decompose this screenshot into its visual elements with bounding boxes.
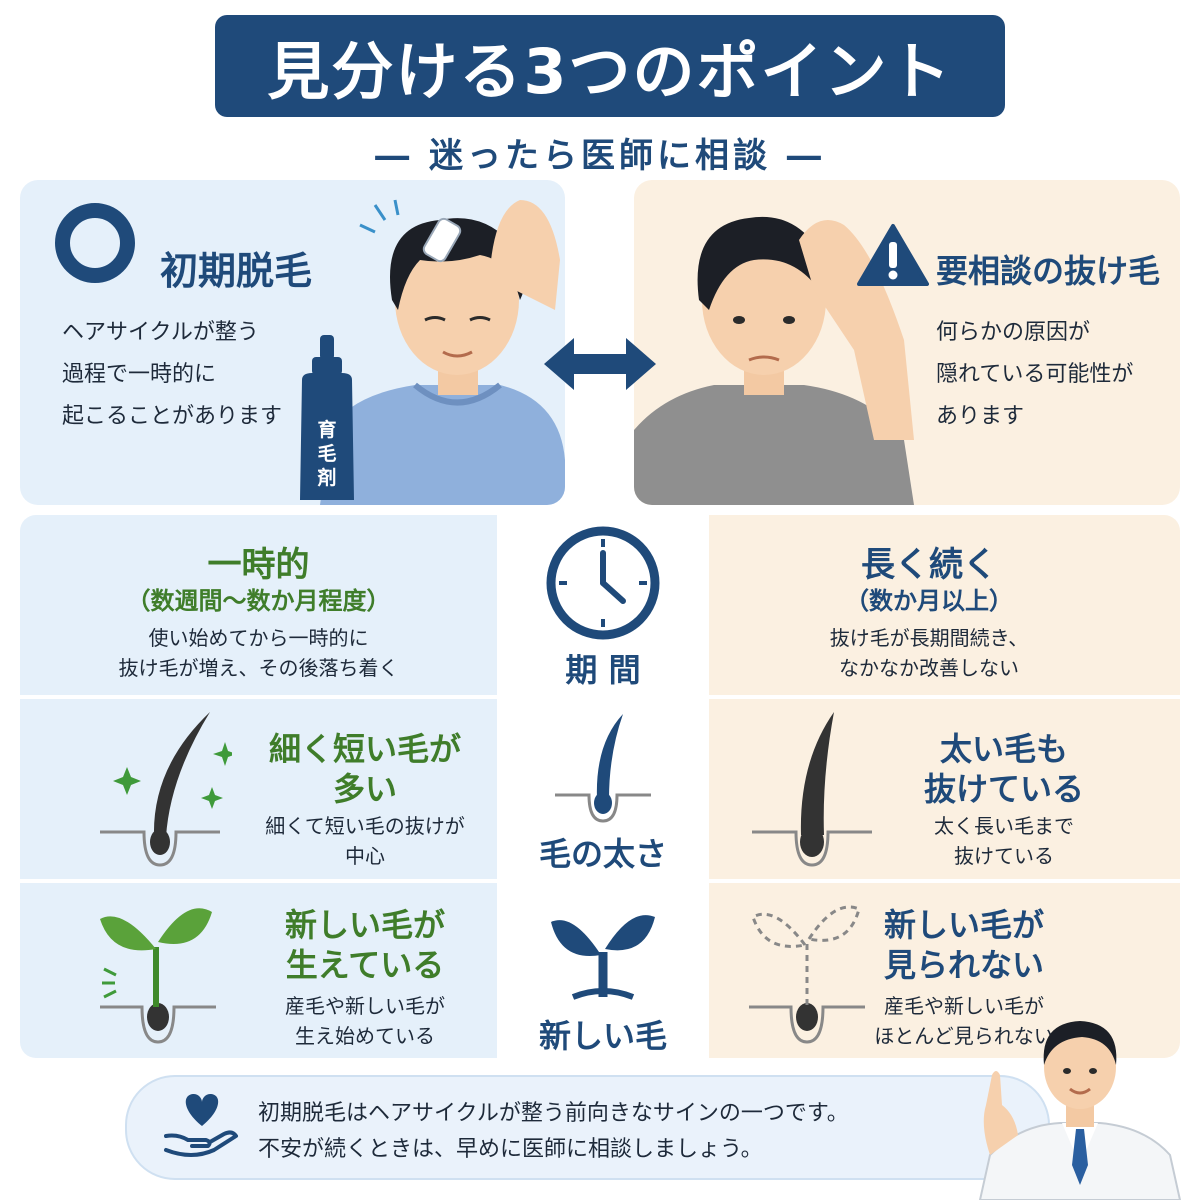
thickness-left-line: 中心 (345, 844, 385, 868)
bottle-label-char: 毛 (317, 443, 337, 465)
right-panel-line: 何らかの原因が (936, 320, 1091, 345)
period-label: 期 間 (565, 651, 641, 689)
period-right-line: なかなか改善しない (839, 656, 1019, 680)
thickness-label: 毛の太さ (538, 835, 667, 873)
new-hair-left-cell: 新しい毛が 生えている 産毛や新しい毛が 生え始めている (20, 883, 497, 1058)
bottle-label-char: 剤 (317, 467, 337, 489)
thickness-right-line: 太く長い毛まで (934, 814, 1074, 838)
thickness-left-heading-line: 細く短い毛が (268, 730, 461, 768)
clock-icon (546, 526, 660, 640)
right-panel-description: 何らかの原因が 隠れている可能性が あります (936, 312, 1133, 438)
period-left-line: 抜け毛が増え、その後落ち着く (118, 656, 399, 680)
right-panel-line: 隠れている可能性が (936, 362, 1134, 387)
sprout-icon (551, 915, 655, 1000)
thickness-right-heading-line: 抜けている (923, 770, 1084, 808)
period-right-line: 抜け毛が長期間続き、 (829, 626, 1029, 650)
thickness-right-cell: 太い毛も 抜けている 太く長い毛まで 抜けている (709, 699, 1180, 879)
warning-icon (857, 224, 929, 286)
subtitle: ― 迷ったら医師に相談 ― (375, 136, 825, 176)
new-hair-right-heading-line: 新しい毛が (883, 906, 1044, 944)
period-right-sub: （数か月以上） (845, 587, 1013, 615)
new-hair-right-line: 産毛や新しい毛が (884, 994, 1044, 1018)
new-hair-right-text: 産毛や新しい毛が ほとんど見られない (839, 991, 1089, 1051)
thickness-left-text: 細くて短い毛の抜けが 中心 (235, 811, 495, 871)
new-hair-left-line: 産毛や新しい毛が (285, 994, 445, 1018)
new-hair-right-line: ほとんど見られない (874, 1024, 1054, 1048)
consult-needed-panel (634, 180, 1180, 505)
period-right-heading: 長く続く (861, 545, 997, 585)
new-hair-left-line: 生え始めている (295, 1024, 435, 1048)
thickness-left-line: 細くて短い毛の抜けが (265, 814, 465, 838)
title-banner: 見分ける3つのポイント (215, 15, 1005, 117)
thickness-middle-cell: 毛の太さ (500, 699, 706, 879)
thickness-left-heading-line: 多い (332, 770, 397, 808)
left-panel-heading: 初期脱毛 (160, 249, 313, 293)
advice-line: 不安が続くときは、早めに医師に相談しましょう。 (258, 1137, 763, 1162)
period-left-sub: （数週間〜数か月程度） (126, 587, 391, 615)
hair-tonic-bottle-icon (300, 335, 354, 500)
right-panel-line: あります (936, 404, 1025, 429)
heart-hand-icon (164, 1094, 238, 1157)
thickness-right-heading-line: 太い毛も (939, 730, 1068, 768)
hair-follicle-icon (555, 714, 651, 823)
man-applying-tonic-illustration (320, 199, 565, 505)
circle-ok-icon (55, 203, 135, 283)
new-hair-right-heading: 新しい毛が 見られない (839, 905, 1089, 985)
new-hair-middle-cell: 新しい毛 (500, 883, 706, 1058)
new-hair-left-text: 産毛や新しい毛が 生え始めている (235, 991, 495, 1051)
left-panel-description: ヘアサイクルが整う 過程で一時的に 起こることがあります (62, 312, 282, 438)
thickness-right-text: 太く長い毛まで 抜けている (854, 811, 1154, 871)
page-title: 見分ける3つのポイント (267, 35, 953, 108)
thick-hair-follicle-icon (752, 712, 872, 867)
new-hair-left-heading-line: 新しい毛が (284, 906, 445, 944)
period-left-heading: 一時的 (207, 545, 310, 585)
left-panel-line: 過程で一時的に (62, 362, 217, 387)
thickness-left-heading: 細く短い毛が 多い (235, 729, 495, 809)
period-right-text: 抜け毛が長期間続き、 なかなか改善しない (709, 623, 1149, 683)
new-hair-left-heading: 新しい毛が 生えている (235, 905, 495, 985)
thickness-left-cell: 細く短い毛が 多い 細くて短い毛の抜けが 中心 (20, 699, 497, 879)
left-panel-line: ヘアサイクルが整う (62, 320, 259, 345)
period-left-text: 使い始めてから一時的に 抜け毛が増え、その後落ち着く (20, 623, 497, 683)
sprout-follicle-icon (100, 908, 216, 1044)
advice-line: 初期脱毛はヘアサイクルが整う前向きなサインの一つです。 (258, 1101, 849, 1126)
doctor-illustration (978, 1021, 1182, 1200)
thin-hair-follicle-icon (100, 712, 232, 867)
bottle-label-char: 育 (317, 419, 337, 441)
new-hair-left-heading-line: 生えている (285, 946, 445, 984)
thickness-right-heading: 太い毛も 抜けている (854, 729, 1154, 809)
new-hair-label: 新しい毛 (538, 1017, 667, 1055)
period-left-line: 使い始めてから一時的に (148, 626, 369, 650)
period-right-cell: 長く続く （数か月以上） 抜け毛が長期間続き、 なかなか改善しない (709, 515, 1180, 695)
dotted-sprout-follicle-icon (749, 905, 865, 1044)
initial-shedding-panel: 育 毛 剤 (20, 180, 565, 505)
thickness-right-line: 抜けている (954, 844, 1054, 868)
double-arrow-icon (544, 338, 656, 390)
period-middle-cell: 期 間 (500, 515, 706, 695)
advice-text: 初期脱毛はヘアサイクルが整う前向きなサインの一つです。 不安が続くときは、早めに… (258, 1096, 849, 1168)
period-left-cell: 一時的 （数週間〜数か月程度） 使い始めてから一時的に 抜け毛が増え、その後落ち… (20, 515, 497, 695)
worried-man-illustration (634, 216, 914, 505)
new-hair-right-heading-line: 見られない (883, 946, 1044, 984)
advice-box (125, 1075, 1050, 1180)
left-panel-line: 起こることがあります (62, 404, 283, 429)
right-panel-heading: 要相談の抜け毛 (936, 252, 1161, 290)
bottle-label: 育 毛 剤 (317, 418, 337, 490)
